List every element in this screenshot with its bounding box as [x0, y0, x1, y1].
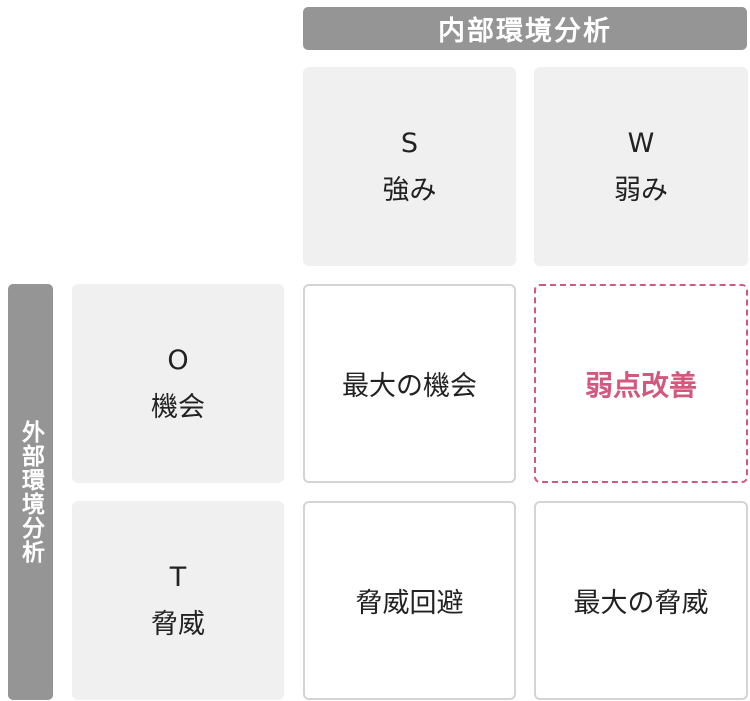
- st-cell-label: 脅威回避: [355, 588, 464, 619]
- external-analysis-banner: 外部環境分析: [8, 284, 53, 700]
- wt-cell-label: 最大の脅威: [573, 588, 709, 619]
- strengths-header: S 強み: [303, 67, 516, 266]
- opportunities-header: O 機会: [72, 284, 284, 483]
- wt-cell: 最大の脅威: [534, 501, 748, 700]
- st-cell: 脅威回避: [303, 501, 516, 700]
- strengths-letter: S: [400, 127, 419, 159]
- external-analysis-label: 外部環境分析: [17, 420, 44, 564]
- strengths-label: 強み: [382, 174, 437, 206]
- wo-cell: 弱点改善: [534, 284, 748, 483]
- weaknesses-label: 弱み: [614, 174, 668, 206]
- weaknesses-letter: W: [627, 127, 655, 159]
- so-cell-label: 最大の機会: [342, 371, 477, 402]
- opportunities-label: 機会: [151, 391, 205, 423]
- weaknesses-header: W 弱み: [534, 67, 748, 266]
- wo-cell-label: 弱点改善: [584, 368, 697, 402]
- threats-letter: T: [169, 561, 187, 593]
- threats-header: T 脅威: [72, 501, 284, 700]
- so-cell: 最大の機会: [303, 284, 516, 483]
- threats-label: 脅威: [151, 608, 205, 640]
- internal-analysis-banner: 内部環境分析: [303, 7, 747, 50]
- internal-analysis-label: 内部環境分析: [438, 16, 612, 47]
- opportunities-letter: O: [167, 344, 189, 376]
